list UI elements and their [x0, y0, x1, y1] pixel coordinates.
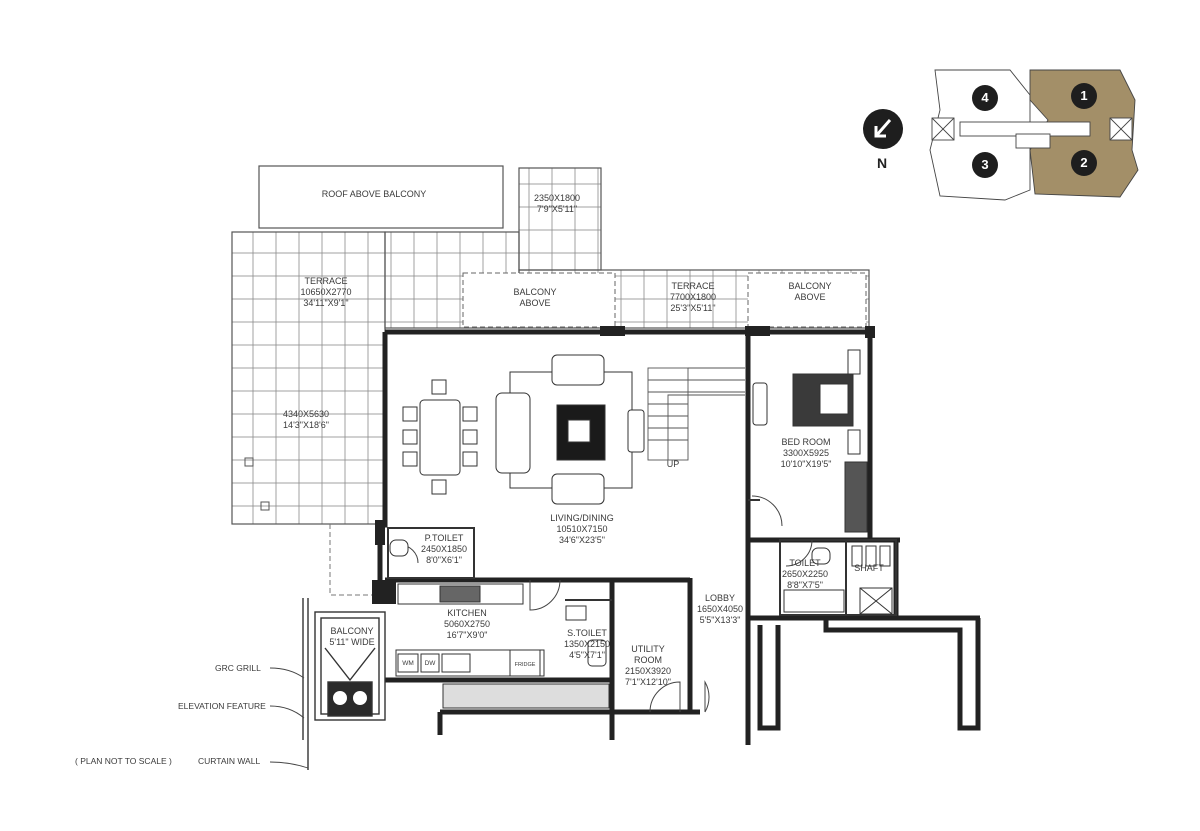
walls [377, 329, 981, 745]
key-plan-unit-1: 1 [1071, 83, 1097, 109]
compass-label: N [877, 155, 888, 171]
room-label-roof-above-balcony: ROOF ABOVE BALCONY [321, 189, 427, 199]
annotation-leaders [269, 667, 309, 769]
annotation-elevation-feature: ELEVATION FEATURE [178, 701, 266, 711]
key-plan-unit-4: 4 [972, 85, 998, 111]
bed-furniture [752, 349, 868, 533]
kitchen-counters [395, 583, 610, 709]
key-plan-unit-2: 2 [1071, 150, 1097, 176]
appliance-wm: WM [402, 660, 414, 667]
key-plan-unit-3: 3 [972, 152, 998, 178]
living-furniture [402, 354, 645, 505]
plan-scale-note: ( PLAN NOT TO SCALE ) [75, 756, 172, 766]
appliance-fridge: FRIDGE [514, 662, 536, 668]
stair-up-label: UP [666, 459, 680, 469]
appliance-dw: DW [424, 660, 436, 667]
room-label-shaft: SHAFT [854, 563, 884, 573]
balcony-structure [302, 598, 386, 770]
annotation-grc-grill: GRC GRILL [215, 663, 261, 673]
key-plan [929, 69, 1139, 201]
north-arrow-icon [863, 109, 903, 149]
roof-above-balcony-outline [258, 165, 504, 229]
staircase [647, 367, 745, 461]
annotation-curtain-wall: CURTAIN WALL [198, 756, 261, 766]
balcony-above-outlines [462, 272, 867, 328]
